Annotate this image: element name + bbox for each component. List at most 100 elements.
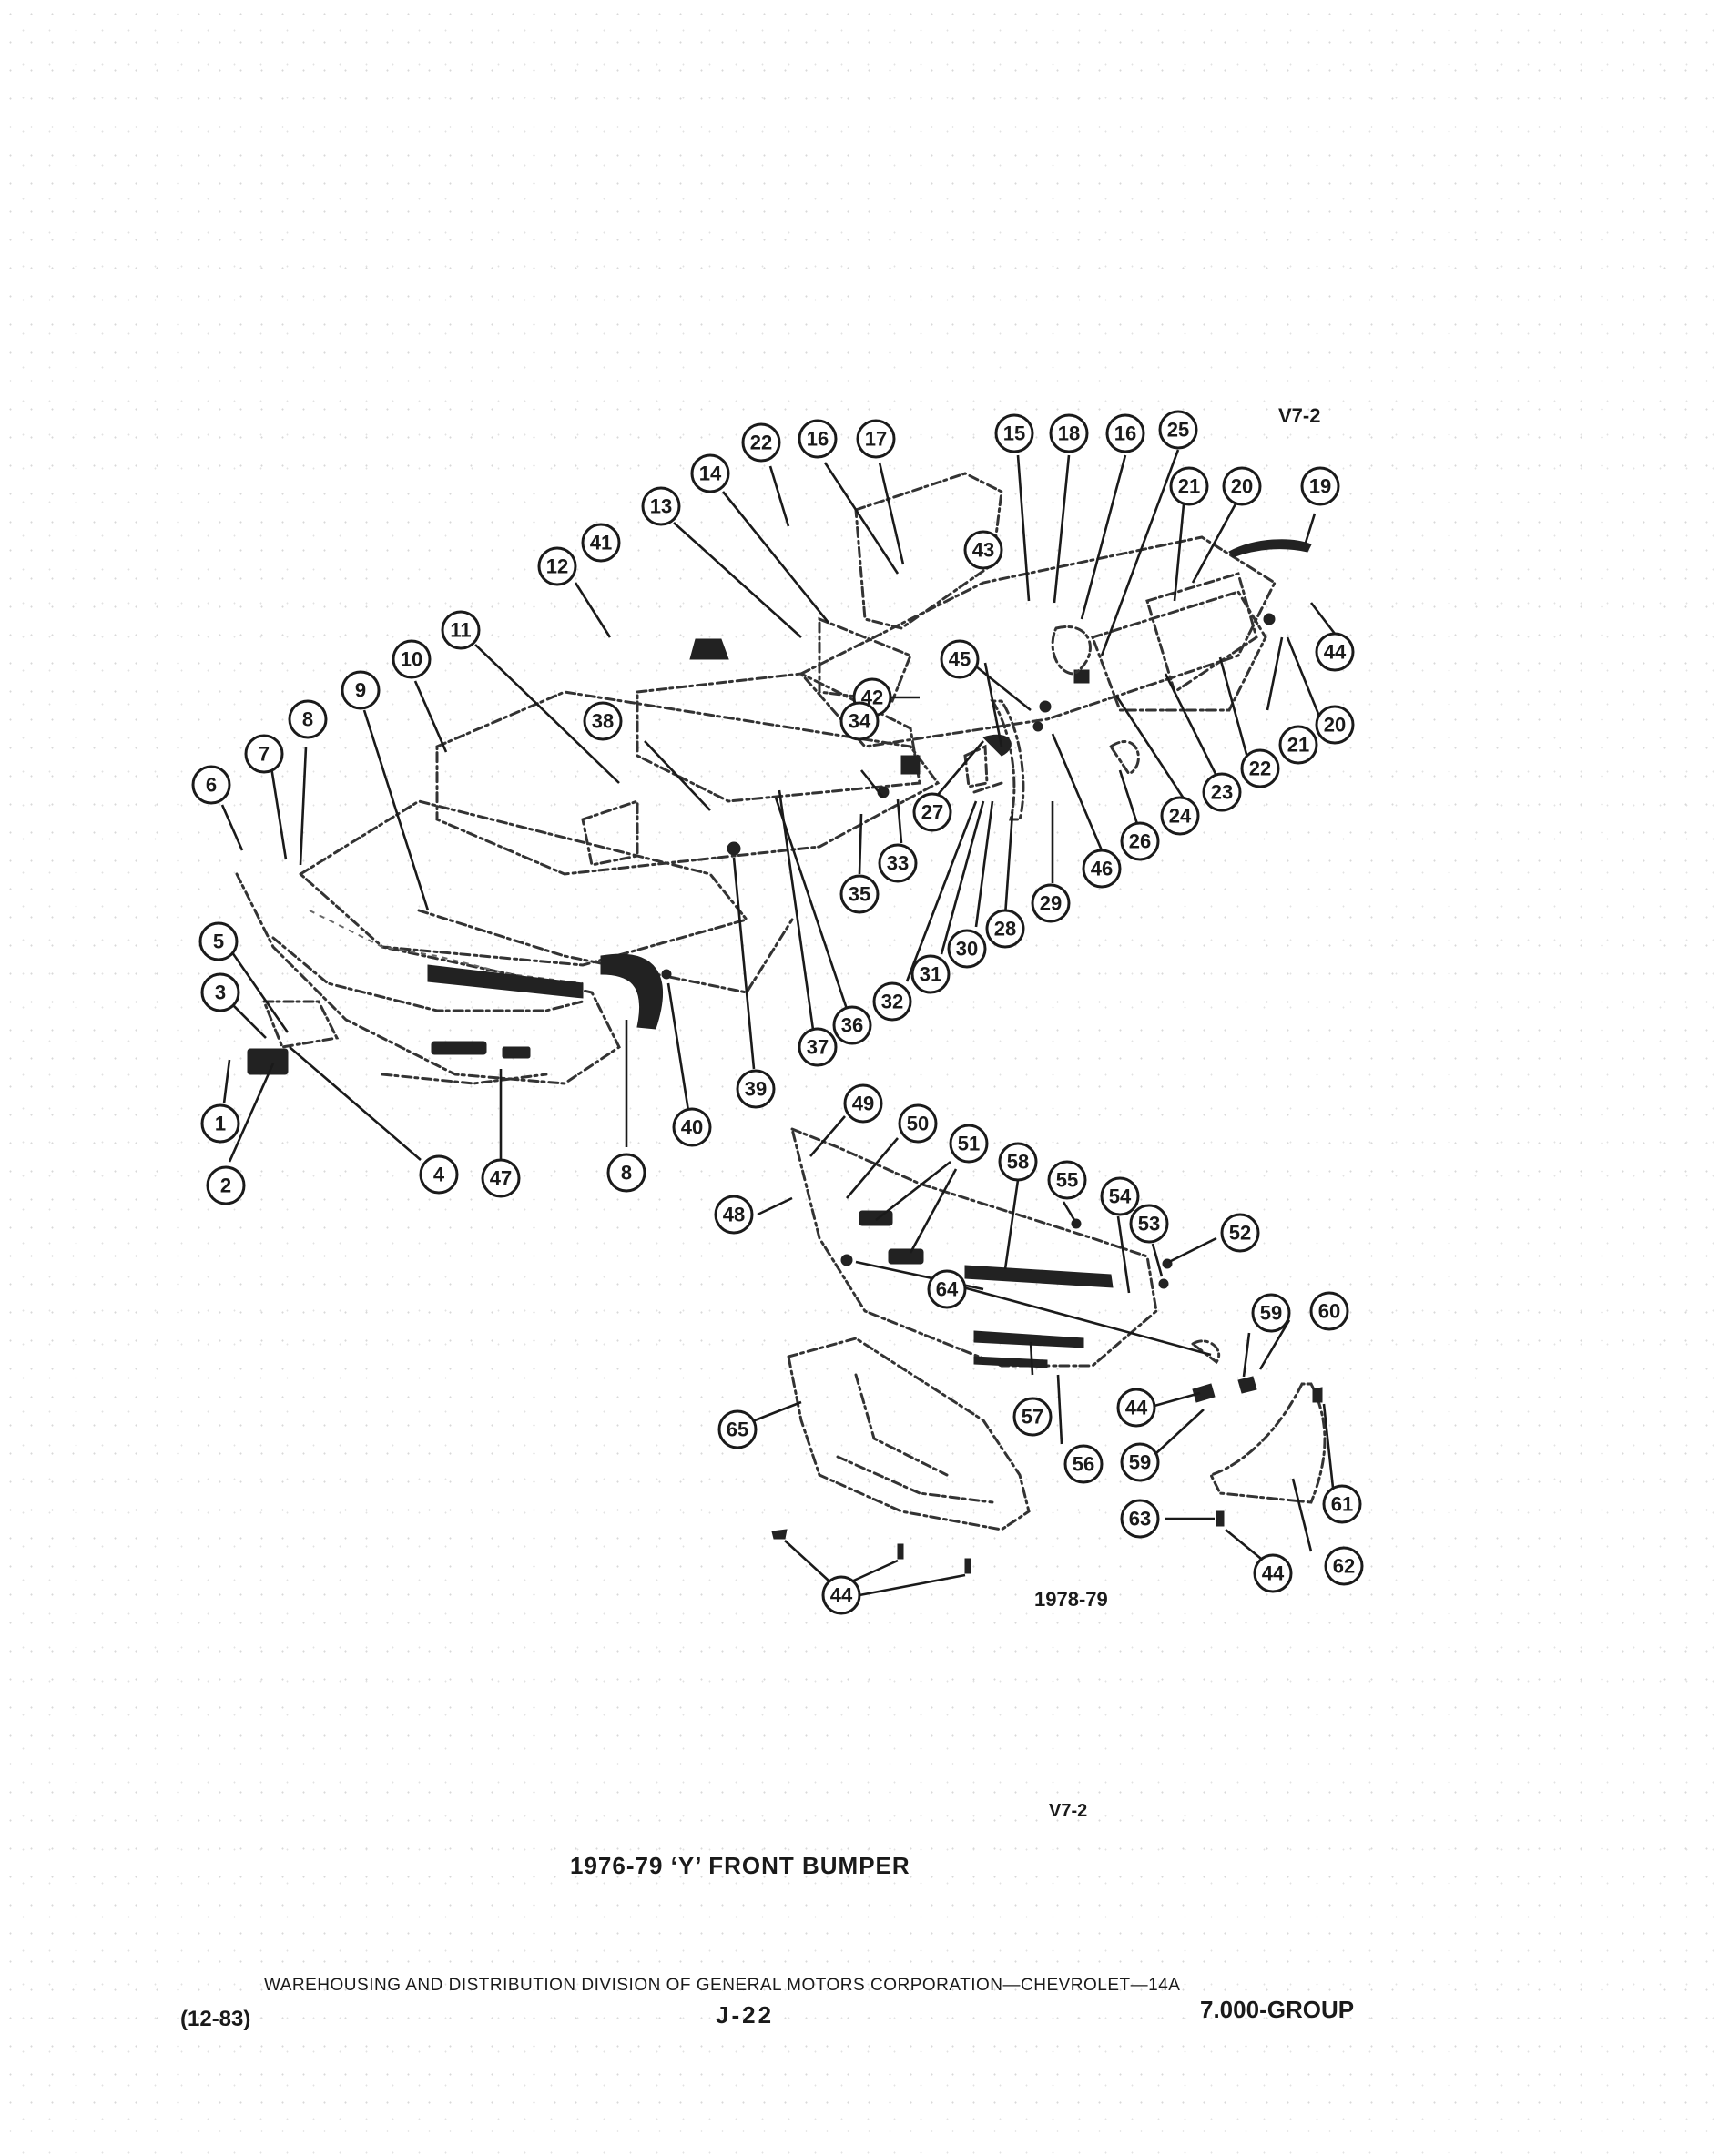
callout-51: 51	[949, 1124, 989, 1164]
callout-30: 30	[947, 929, 987, 969]
svg-text:58: 58	[1007, 1151, 1029, 1174]
callout-13: 13	[641, 486, 681, 526]
svg-text:37: 37	[807, 1036, 829, 1059]
diagram-code-top: V7-2	[1278, 404, 1321, 427]
callout-33: 33	[878, 843, 918, 883]
callout-54: 54	[1100, 1176, 1140, 1216]
callout-35: 35	[839, 874, 880, 914]
callout-64: 64	[927, 1269, 967, 1309]
svg-text:28: 28	[994, 918, 1016, 941]
svg-text:11: 11	[450, 619, 471, 642]
svg-text:43: 43	[972, 539, 994, 562]
callout-65: 65	[717, 1409, 758, 1449]
callout-43: 43	[963, 530, 1003, 570]
svg-text:41: 41	[590, 532, 612, 554]
svg-text:8: 8	[621, 1162, 632, 1185]
callout-53: 53	[1129, 1204, 1169, 1244]
upper-bumper-assembly-drawing	[235, 472, 1312, 1085]
callout-27: 27	[912, 792, 952, 832]
callout-21-top: 21	[1169, 466, 1209, 506]
svg-text:8: 8	[302, 708, 313, 731]
svg-text:49: 49	[852, 1093, 874, 1115]
callout-28: 28	[985, 909, 1025, 949]
svg-text:60: 60	[1318, 1300, 1340, 1323]
svg-text:25: 25	[1167, 419, 1189, 442]
svg-text:46: 46	[1091, 858, 1113, 880]
callout-12: 12	[537, 546, 577, 586]
callout-31: 31	[910, 954, 951, 994]
callout-57: 57	[1012, 1397, 1053, 1437]
callout-23: 23	[1202, 772, 1242, 812]
svg-text:16: 16	[807, 428, 829, 451]
callout-61: 61	[1322, 1484, 1362, 1524]
svg-text:50: 50	[907, 1113, 929, 1135]
svg-text:14: 14	[699, 463, 722, 485]
svg-text:63: 63	[1129, 1508, 1151, 1531]
svg-text:55: 55	[1056, 1169, 1078, 1192]
callout-47: 47	[481, 1158, 521, 1198]
page-title: 1976-79 ‘Y’ FRONT BUMPER	[570, 1852, 910, 1879]
svg-text:57: 57	[1022, 1406, 1043, 1429]
svg-text:21: 21	[1287, 734, 1309, 757]
svg-text:17: 17	[865, 428, 887, 451]
svg-text:15: 15	[1003, 422, 1025, 445]
callout-17: 17	[856, 419, 896, 459]
svg-text:27: 27	[921, 801, 943, 824]
group-number: 7.000-GROUP	[1200, 1996, 1355, 2023]
svg-text:33: 33	[887, 852, 909, 875]
page-number: J-22	[716, 2001, 775, 2029]
year-caption: 1978-79	[1034, 1588, 1108, 1611]
callout-59-top: 59	[1251, 1293, 1291, 1333]
svg-text:39: 39	[745, 1078, 767, 1101]
callout-44-top: 44	[1315, 632, 1355, 672]
callout-29: 29	[1031, 883, 1071, 923]
svg-text:10: 10	[401, 648, 422, 671]
svg-text:22: 22	[750, 432, 772, 454]
svg-text:13: 13	[650, 495, 672, 518]
svg-text:1: 1	[215, 1113, 226, 1135]
svg-text:65: 65	[727, 1419, 748, 1441]
svg-text:19: 19	[1309, 475, 1331, 498]
callout-48: 48	[714, 1195, 754, 1235]
callout-1: 1	[200, 1103, 240, 1144]
callout-balloons: 1 2 3 4 5 6 7 8 9 10 11 12 13 14 22 16 1…	[191, 410, 1364, 1615]
callout-9: 9	[341, 670, 381, 710]
svg-text:24: 24	[1169, 805, 1192, 828]
callout-59-bottom: 59	[1120, 1442, 1160, 1482]
callout-38: 38	[583, 701, 623, 741]
callout-22-right: 22	[1240, 748, 1280, 788]
svg-text:47: 47	[490, 1167, 512, 1190]
callout-8-lower: 8	[606, 1153, 646, 1193]
publisher-line: WAREHOUSING AND DISTRIBUTION DIVISION OF…	[264, 1976, 1181, 1995]
callout-24: 24	[1160, 796, 1200, 836]
callout-14: 14	[690, 453, 730, 493]
callout-44-right: 44	[1253, 1553, 1293, 1593]
callout-44-mid: 44	[1116, 1388, 1156, 1428]
svg-text:3: 3	[215, 981, 226, 1004]
svg-text:53: 53	[1138, 1213, 1160, 1236]
callout-50: 50	[898, 1103, 938, 1144]
svg-text:56: 56	[1073, 1453, 1094, 1476]
callout-44-left: 44	[821, 1575, 861, 1615]
svg-text:36: 36	[841, 1014, 863, 1037]
callout-32: 32	[872, 981, 912, 1022]
svg-text:12: 12	[546, 555, 568, 578]
callout-37: 37	[798, 1027, 838, 1067]
callout-21-right: 21	[1278, 725, 1318, 765]
lower-bumper-assembly-drawing	[771, 1126, 1327, 1574]
svg-text:48: 48	[723, 1204, 745, 1226]
callout-40: 40	[672, 1107, 712, 1147]
callout-4: 4	[419, 1154, 459, 1195]
callout-63: 63	[1120, 1499, 1160, 1539]
callout-22-top: 22	[741, 422, 781, 463]
svg-text:23: 23	[1211, 781, 1233, 804]
callout-26: 26	[1120, 821, 1160, 861]
callout-10: 10	[392, 639, 432, 679]
callout-62: 62	[1324, 1546, 1364, 1586]
callout-34: 34	[839, 701, 880, 741]
callout-58: 58	[998, 1142, 1038, 1182]
svg-text:64: 64	[936, 1278, 959, 1301]
callout-2: 2	[206, 1165, 246, 1205]
svg-text:62: 62	[1333, 1555, 1355, 1578]
